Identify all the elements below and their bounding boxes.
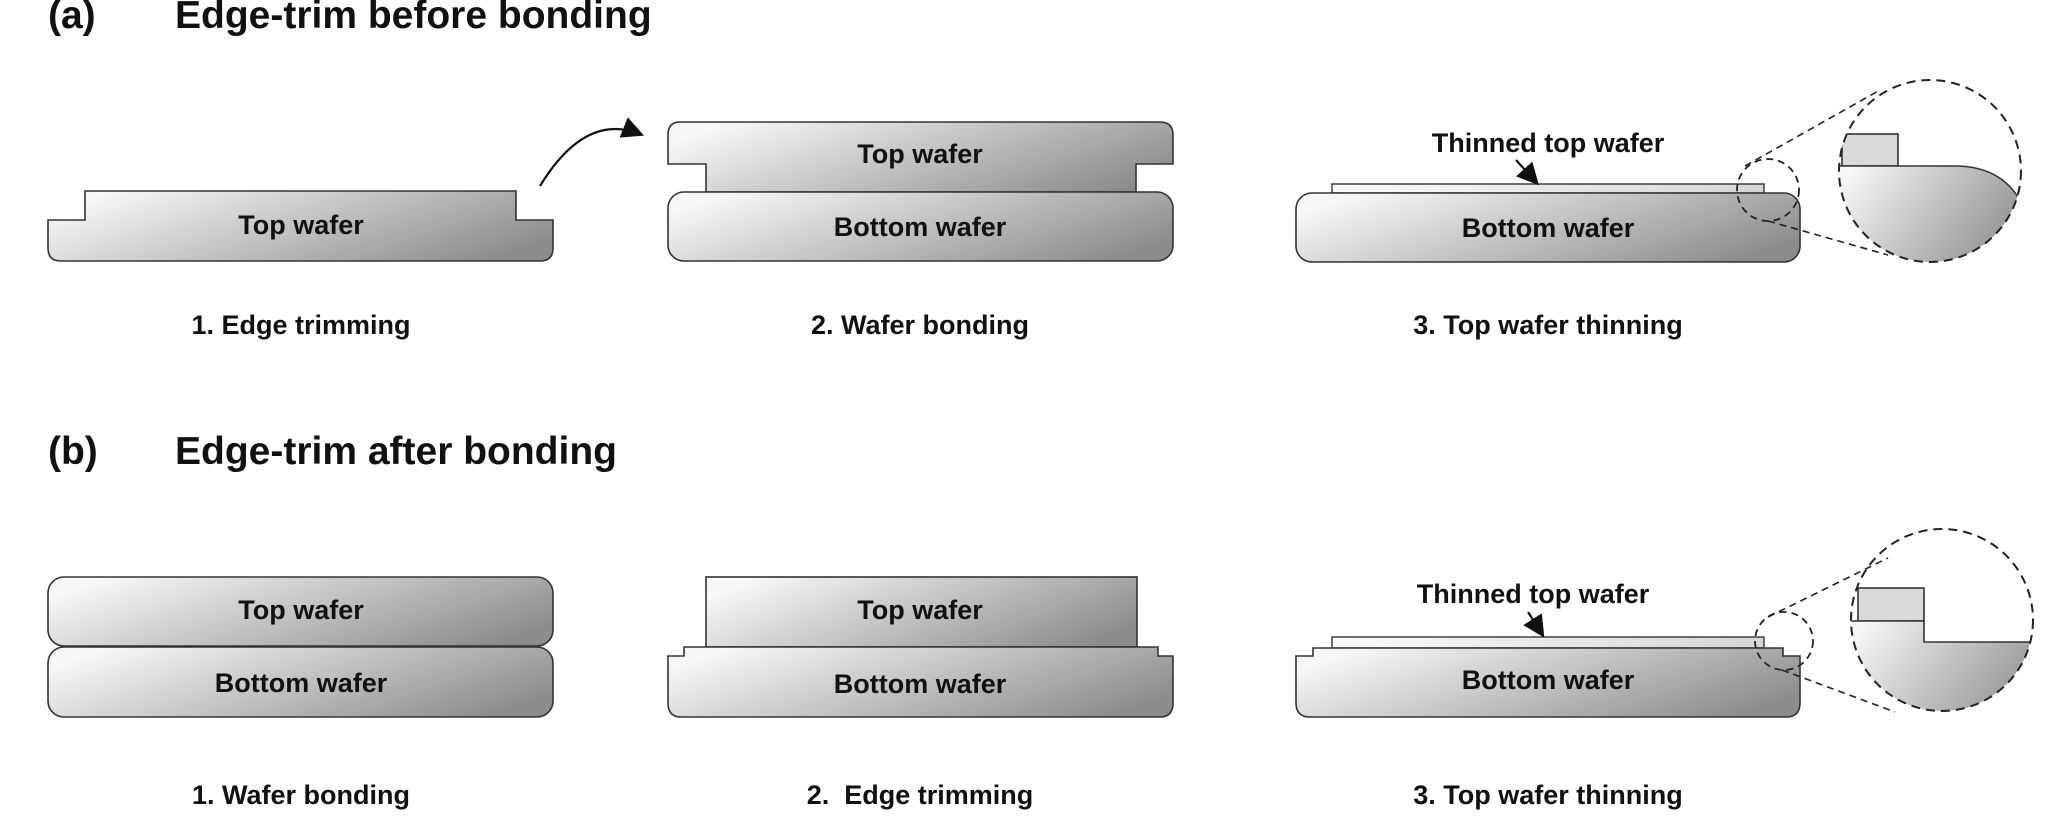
b-thinned-top-wafer-callout: Thinned top wafer	[1417, 579, 1650, 609]
a-step3-label: 3. Top wafer thinning	[1413, 310, 1683, 340]
b-step1-bottom-wafer	[47, 646, 554, 718]
b-magnifier-guide-top	[1767, 557, 1889, 618]
b-step1-bottom-wafer-label: Bottom wafer	[215, 668, 388, 698]
b-step2-bottom-wafer-label: Bottom wafer	[834, 669, 1007, 699]
panel-b-title: Edge-trim after bonding	[175, 430, 617, 473]
b-step3-label: 3. Top wafer thinning	[1413, 780, 1683, 810]
a-step2-bottom-wafer-label: Bottom wafer	[834, 212, 1007, 242]
b-magnifier-small-circle	[1754, 611, 1814, 671]
a-callout-arrow-icon	[1515, 159, 1539, 186]
b-step3-bottom-wafer	[1295, 647, 1801, 718]
b-step2-bottom-wafer	[667, 646, 1174, 718]
a-step1-edge-trimmed-wafer	[47, 190, 554, 262]
panel-a-title: Edge-trim before bonding	[175, 0, 652, 37]
a-step3-thinned-top-wafer	[1331, 183, 1765, 194]
b-step2-top-wafer	[705, 576, 1138, 648]
a-magnifier-guide-bottom	[1767, 220, 1889, 256]
b-step3-bottom-wafer-label: Bottom wafer	[1462, 665, 1635, 695]
a-step1-top-wafer-label: Top wafer	[238, 210, 364, 240]
a-step3-bottom-wafer-label: Bottom wafer	[1462, 213, 1635, 243]
b-step2-label: 2. Edge trimming	[807, 780, 1034, 810]
a-magnified-edge-detail	[1839, 133, 2021, 262]
b-step1-label: 1. Wafer bonding	[192, 780, 410, 810]
panel-a-tag: (a)	[48, 0, 96, 37]
a-step3-bottom-wafer	[1295, 192, 1801, 263]
a-thinned-top-wafer-callout: Thinned top wafer	[1432, 128, 1665, 158]
panel-b-tag: (b)	[48, 430, 98, 473]
a-magnifier-large-circle	[1838, 79, 2022, 263]
b-step3-thinned-top-wafer	[1331, 636, 1765, 649]
a-step2-top-wafer-label: Top wafer	[857, 139, 983, 169]
b-callout-arrow-icon	[1523, 611, 1545, 638]
a-step2-label: 2. Wafer bonding	[811, 310, 1029, 340]
a-step2-bottom-wafer	[667, 191, 1174, 262]
b-magnifier-large-circle	[1850, 528, 2034, 712]
b-step2-top-wafer-label: Top wafer	[857, 595, 983, 625]
a-step1-label: 1. Edge trimming	[191, 310, 410, 340]
b-step1-top-wafer-label: Top wafer	[238, 595, 364, 625]
b-magnifier-guide-bottom	[1781, 669, 1896, 713]
b-step1-top-wafer	[47, 576, 554, 647]
a-magnifier-guide-top	[1744, 89, 1881, 167]
flip-arrow-icon	[539, 117, 645, 187]
b-magnified-edge-detail	[1851, 587, 2033, 711]
